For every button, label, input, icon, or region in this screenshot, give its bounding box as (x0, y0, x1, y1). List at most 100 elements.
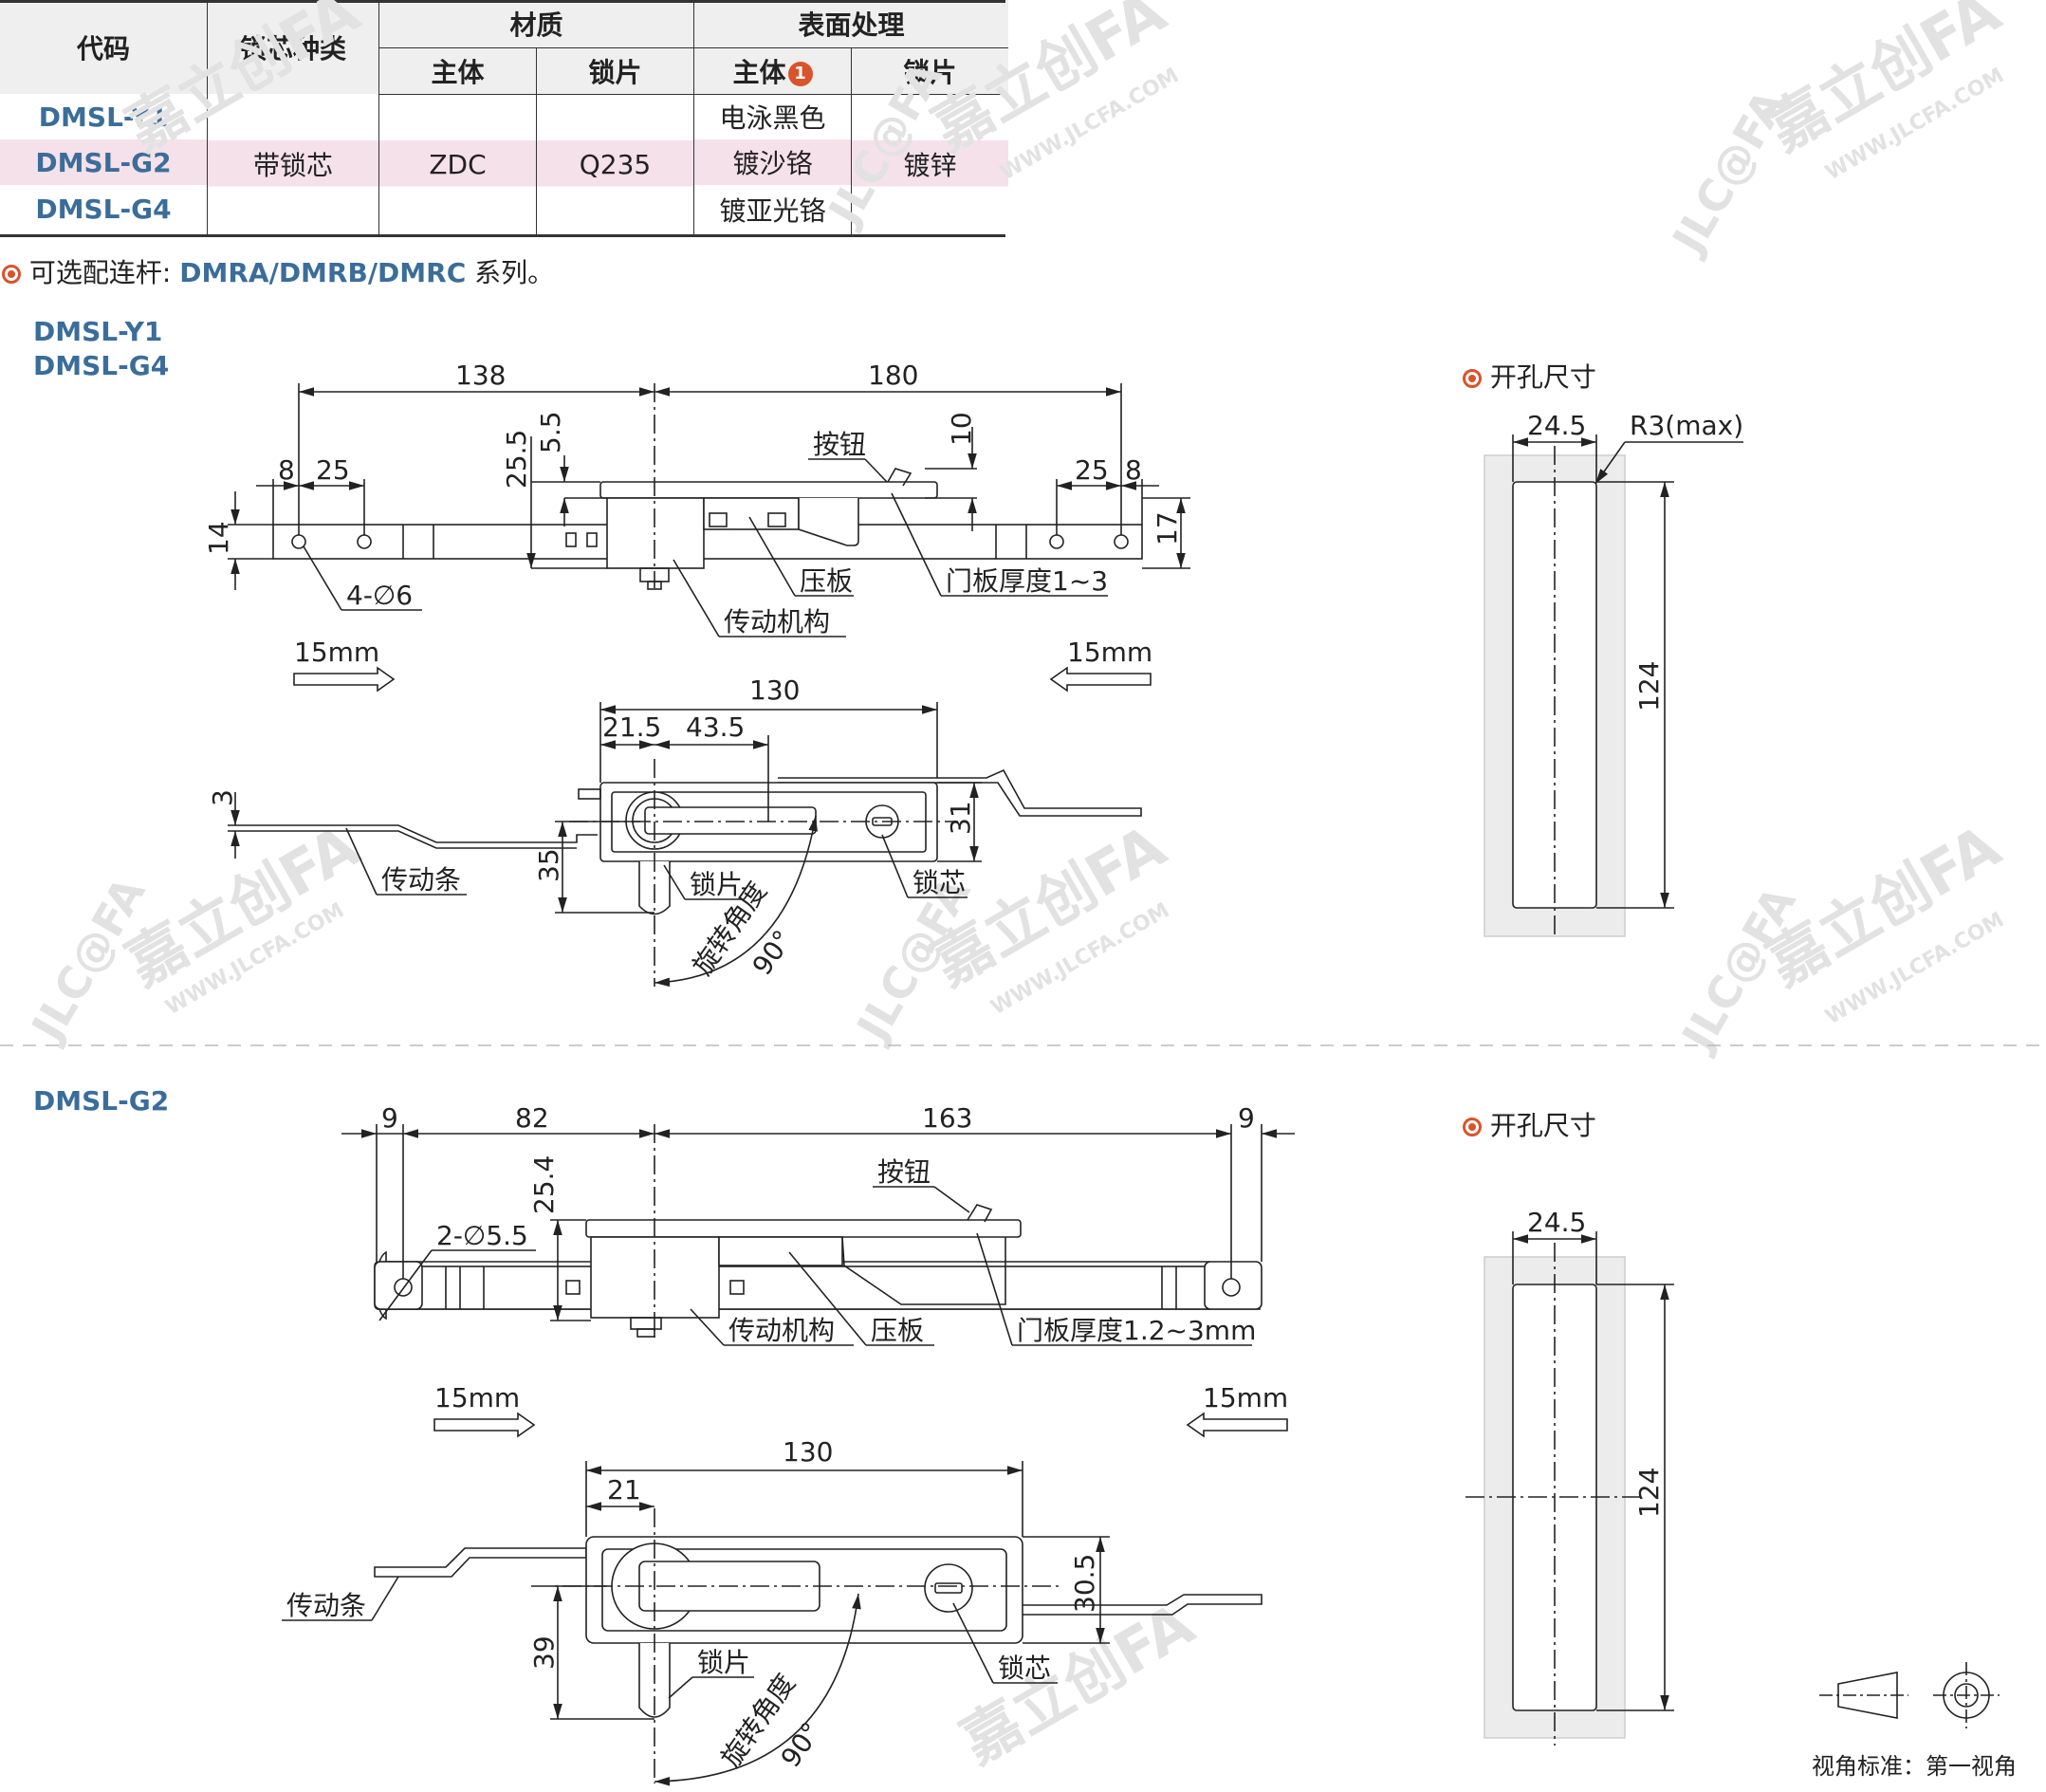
row-code: DMSL-Y1 (0, 94, 208, 139)
stroke-label: 15mm (1203, 1382, 1288, 1413)
dim-label: 180 (868, 360, 918, 391)
dim-label: 9 (1238, 1102, 1255, 1134)
projection-symbol-icon (1819, 1662, 2000, 1728)
cutout-1: 24.5 R3(max) 124 (1484, 410, 1743, 939)
dims-side-1: 138 180 8 25 25 8 14 25.5 5.5 10 17 (203, 360, 1190, 590)
hdr-surface: 表面处理 (693, 0, 1008, 48)
stroke-label: 15mm (294, 637, 379, 668)
dim-label: R3(max) (1630, 410, 1743, 441)
label-core: 锁芯 (912, 867, 966, 898)
dim-label: 138 (455, 360, 506, 391)
arrow-left-icon (1186, 1412, 1288, 1438)
dim-label: 25.5 (501, 430, 532, 489)
dim-label: 163 (922, 1102, 972, 1134)
model-label: DMSL-G2 (33, 1085, 170, 1117)
view-standard: 视角标准：第一视角 (1812, 1753, 2017, 1780)
dim-label: 5.5 (535, 411, 566, 453)
dim-label: 39 (528, 1635, 560, 1670)
hdr-surface-plate: 锁片 (851, 47, 1008, 95)
watermark: 嘉立创FA (115, 0, 371, 164)
watermark-logo: JLC@FA (1661, 81, 1796, 264)
label-mechanism: 传动机构 (728, 1315, 835, 1346)
label-door: 门板厚度1~3 (946, 565, 1108, 597)
hdr-core-type: 锁芯种类 (207, 0, 379, 94)
label-door: 门板厚度1.2~3mm (1017, 1315, 1256, 1346)
side-view-1 (272, 468, 1143, 590)
dim-label: 43.5 (686, 711, 745, 743)
cell-surface-body: 电泳黑色 (693, 94, 852, 139)
dim-label: 3 (207, 789, 238, 806)
row-code: DMSL-G2 (0, 139, 208, 185)
dim-label: 8 (1125, 454, 1142, 486)
dim-label: 82 (515, 1102, 549, 1134)
side-view-2 (374, 1204, 1263, 1338)
bullet-icon (1463, 1118, 1482, 1136)
dim-label: 35 (533, 848, 564, 882)
watermark-logo: JLC@FA (817, 52, 951, 235)
cutout-title: 开孔尺寸 (1463, 1105, 1596, 1143)
arrow-right-icon (293, 666, 396, 693)
stroke-label: 15mm (434, 1382, 520, 1413)
cell-material-body: ZDC (378, 94, 537, 234)
dims-front-2: 130 21 39 30.5 (528, 1436, 1110, 1786)
dim-label: 14 (203, 521, 234, 555)
label-latch: 锁片 (697, 1647, 750, 1678)
dim-label: 130 (783, 1436, 833, 1468)
arrow-right-icon (433, 1412, 536, 1438)
hdr-material: 材质 (378, 0, 694, 48)
dims-side-2: 9 82 163 9 25.4 (341, 1102, 1295, 1338)
dim-label: 21.5 (602, 711, 661, 743)
dim-label: 25.4 (528, 1155, 560, 1214)
cutout-title: 开孔尺寸 (1463, 357, 1596, 395)
dim-label: 25 (316, 454, 350, 486)
bullet-icon (2, 265, 21, 284)
labels-side-1: 按钮 压板 门板厚度1~3 4-∅6 传动机构 (303, 429, 1108, 637)
stroke-arrows-1: 15mm 15mm (293, 637, 1152, 693)
stroke-label: 15mm (1067, 637, 1152, 668)
label-button: 按钮 (813, 429, 866, 460)
note-line: 可选配连杆: DMRA/DMRB/DMRC 系列。 (2, 252, 554, 290)
label-angle: 90° (747, 924, 800, 981)
hdr-material-body: 主体 (378, 47, 537, 95)
label-button: 按钮 (877, 1156, 931, 1188)
note-badge: 1 (787, 61, 813, 86)
cutout-2: 24.5 124 (1465, 1207, 1674, 1746)
dim-label: 21 (607, 1474, 641, 1506)
dim-label: 24.5 (1527, 1207, 1586, 1238)
cell-material-plate: Q235 (536, 94, 694, 234)
label-bar: 传动条 (286, 1590, 366, 1621)
label-plate: 压板 (800, 565, 853, 597)
hdr-material-plate: 锁片 (536, 47, 694, 95)
dim-label: 25 (1075, 454, 1109, 486)
label-bar: 传动条 (381, 864, 461, 896)
bullet-icon (1463, 369, 1482, 388)
dim-label: 124 (1633, 661, 1665, 711)
dim-label: 9 (381, 1102, 398, 1134)
dim-label: 30.5 (1069, 1554, 1100, 1613)
label-plate: 压板 (871, 1315, 924, 1346)
dim-label: 124 (1633, 1468, 1665, 1518)
dim-label: 31 (945, 801, 976, 835)
label-holes: 2-∅5.5 (436, 1220, 528, 1251)
label-holes: 4-∅6 (346, 580, 413, 611)
label-mechanism: 传动机构 (724, 606, 830, 637)
label-core: 锁芯 (998, 1653, 1051, 1684)
label-latch: 锁片 (690, 869, 743, 900)
labels-side-2: 按钮 2-∅5.5 传动机构 压板 门板厚度1.2~3mm (378, 1156, 1256, 1346)
dim-label: 130 (749, 674, 800, 706)
cell-surface-body: 镀沙铬 (693, 139, 852, 185)
watermarks: 嘉立创FA 嘉立创FA 嘉立创FA 嘉立创FA 嘉立创FA 嘉立创FA 嘉立创F… (20, 0, 2011, 1777)
dim-label: 10 (946, 412, 977, 446)
row-code: DMSL-G4 (0, 185, 208, 235)
cell-surface-body: 镀亚光铬 (693, 185, 852, 235)
hdr-code: 代码 (0, 0, 208, 94)
cell-core-type: 带锁芯 (207, 94, 379, 234)
dims-front-1: 130 21.5 43.5 3 35 31 (207, 674, 982, 988)
label-angle: 90° (775, 1716, 828, 1773)
dim-label: 17 (1152, 511, 1183, 545)
dim-label: 24.5 (1527, 410, 1586, 441)
dim-label: 8 (278, 454, 295, 486)
